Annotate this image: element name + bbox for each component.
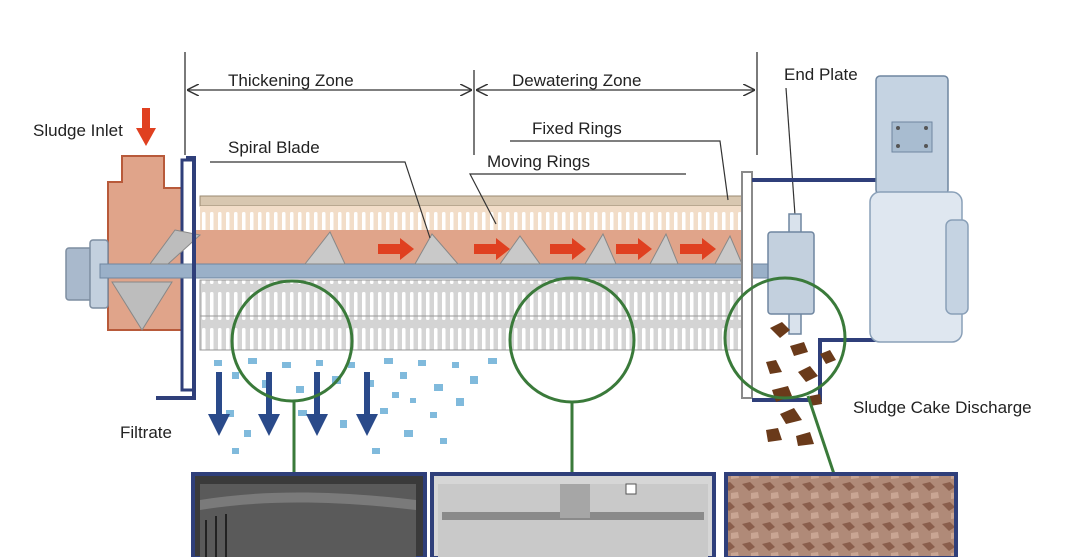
- drive-motor: [869, 75, 969, 343]
- end-plate-label: End Plate: [784, 65, 858, 84]
- end-plate-leader: [785, 87, 796, 216]
- moving-rings-leader: [469, 173, 686, 225]
- bottom-rings-base: [199, 315, 747, 351]
- filtrate-droplets: [214, 358, 497, 454]
- sludge-inlet-label: Sludge Inlet: [33, 121, 123, 140]
- photo-inset-cake: [724, 472, 958, 557]
- screw-shaft: [99, 263, 801, 279]
- detail-magnifier-middle: [508, 276, 636, 474]
- fixed-rings-leader: [510, 140, 729, 201]
- end-ring-flange: [741, 171, 753, 399]
- blue-down-arrow-icon: [208, 372, 378, 436]
- left-frame: [156, 156, 196, 400]
- dewatering-zone-label: Dewatering Zone: [512, 71, 641, 90]
- photo-inset-rings: [191, 472, 427, 557]
- red-down-arrow-icon: [136, 108, 156, 146]
- fixed-rings-top: [200, 206, 746, 232]
- spiral-blade-label: Spiral Blade: [228, 138, 320, 157]
- photo-inset-interior: [430, 472, 716, 557]
- red-right-arrow-icon: [378, 238, 716, 260]
- detail-magnifier-right: [723, 276, 847, 475]
- sludge-cake-discharge-label: Sludge Cake Discharge: [853, 398, 1032, 417]
- top-outer-ring: [199, 195, 747, 207]
- right-bearing: [767, 231, 815, 315]
- moving-rings-label: Moving Rings: [487, 152, 590, 171]
- filtrate-label: Filtrate: [120, 423, 172, 442]
- spiral-blade-leader: [210, 161, 431, 239]
- spiral-blades: [111, 229, 743, 331]
- sludge-cake-pieces: [766, 322, 836, 446]
- detail-magnifier-left: [230, 279, 354, 474]
- fixed-rings-label: Fixed Rings: [532, 119, 622, 138]
- moving-rings-bottom: [199, 279, 747, 317]
- thickening-zone-label: Thickening Zone: [228, 71, 354, 90]
